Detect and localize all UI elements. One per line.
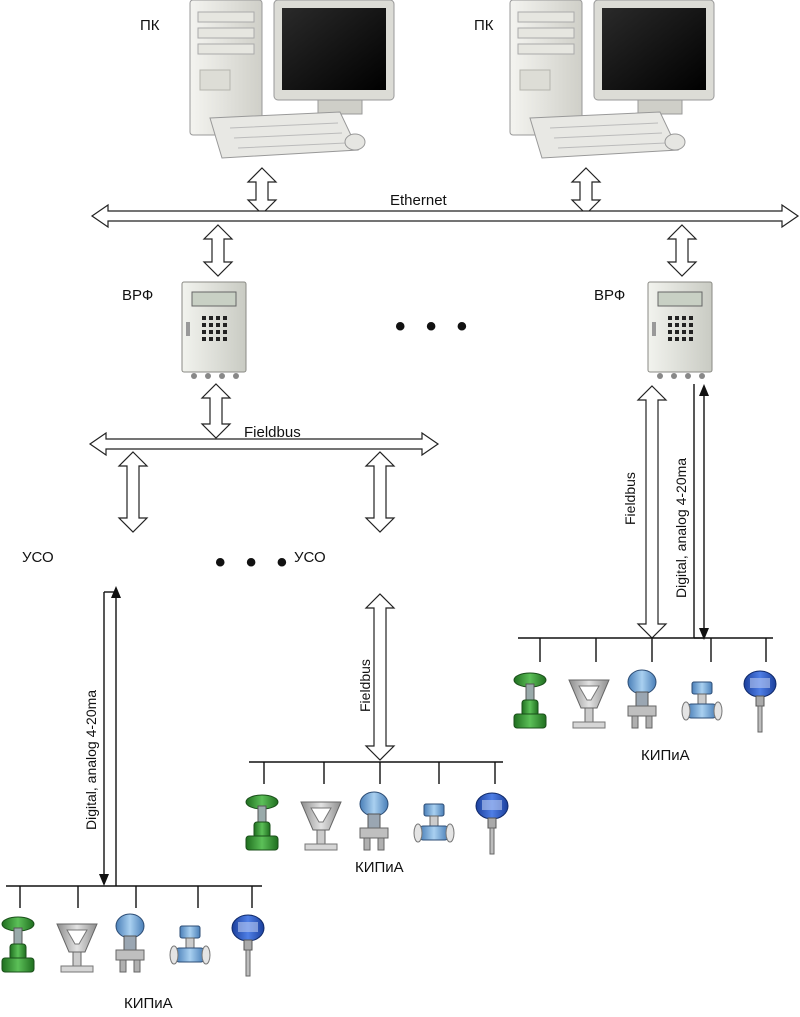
digital-left-link [99, 586, 121, 886]
pc-right [509, 0, 715, 159]
kip-right-instruments [513, 669, 777, 733]
pc-left-label: ПК [140, 17, 160, 34]
uso-left-label: УСО [22, 549, 54, 566]
pc-left [189, 0, 395, 159]
digital-right-link [693, 384, 709, 640]
pc-right-label: ПК [474, 17, 494, 34]
kip-mid-instruments [245, 791, 509, 855]
vrf-left-label: ВРФ [122, 287, 153, 304]
fieldbus-label: Fieldbus [244, 424, 301, 441]
kip-mid-field-line [249, 761, 503, 784]
uso-mid-label: УСО [294, 549, 326, 566]
pc-left-link-arrow [246, 167, 278, 215]
kip-right-field-line [518, 637, 773, 662]
kip-left-field-line [6, 885, 262, 908]
ethernet-bus [90, 203, 800, 229]
kip-mid-label: КИПиА [355, 859, 404, 876]
kip-left-label: КИПиА [124, 995, 173, 1012]
uso-mid-fieldbus-arrow [364, 593, 396, 761]
uso-mid-link-arrow [364, 451, 396, 533]
kip-left-instruments [1, 913, 265, 977]
vrf-right-cabinet [647, 281, 713, 380]
vrf-left-cabinet [181, 281, 247, 380]
digital-right-label: Digital, analog 4-20ma [673, 458, 689, 598]
fieldbus-mid-vertical-label: Fieldbus [357, 659, 373, 712]
vrf-left-link-arrow [202, 224, 234, 277]
kip-right-label: КИПиА [641, 747, 690, 764]
digital-left-label: Digital, analog 4-20ma [83, 690, 99, 830]
uso-left-link-arrow [117, 451, 149, 533]
ellipsis-mid: • • • [215, 546, 293, 579]
ellipsis-top: • • • [395, 310, 473, 343]
vrf-left-fieldbus-arrow [200, 383, 232, 439]
ethernet-label: Ethernet [390, 192, 448, 209]
fieldbus-bus [88, 431, 440, 457]
vrf-right-fieldbus-arrow [636, 385, 668, 639]
vrf-right-link-arrow [666, 224, 698, 277]
fieldbus-right-vertical-label: Fieldbus [622, 472, 638, 525]
pc-right-link-arrow [570, 167, 602, 215]
vrf-right-label: ВРФ [594, 287, 625, 304]
